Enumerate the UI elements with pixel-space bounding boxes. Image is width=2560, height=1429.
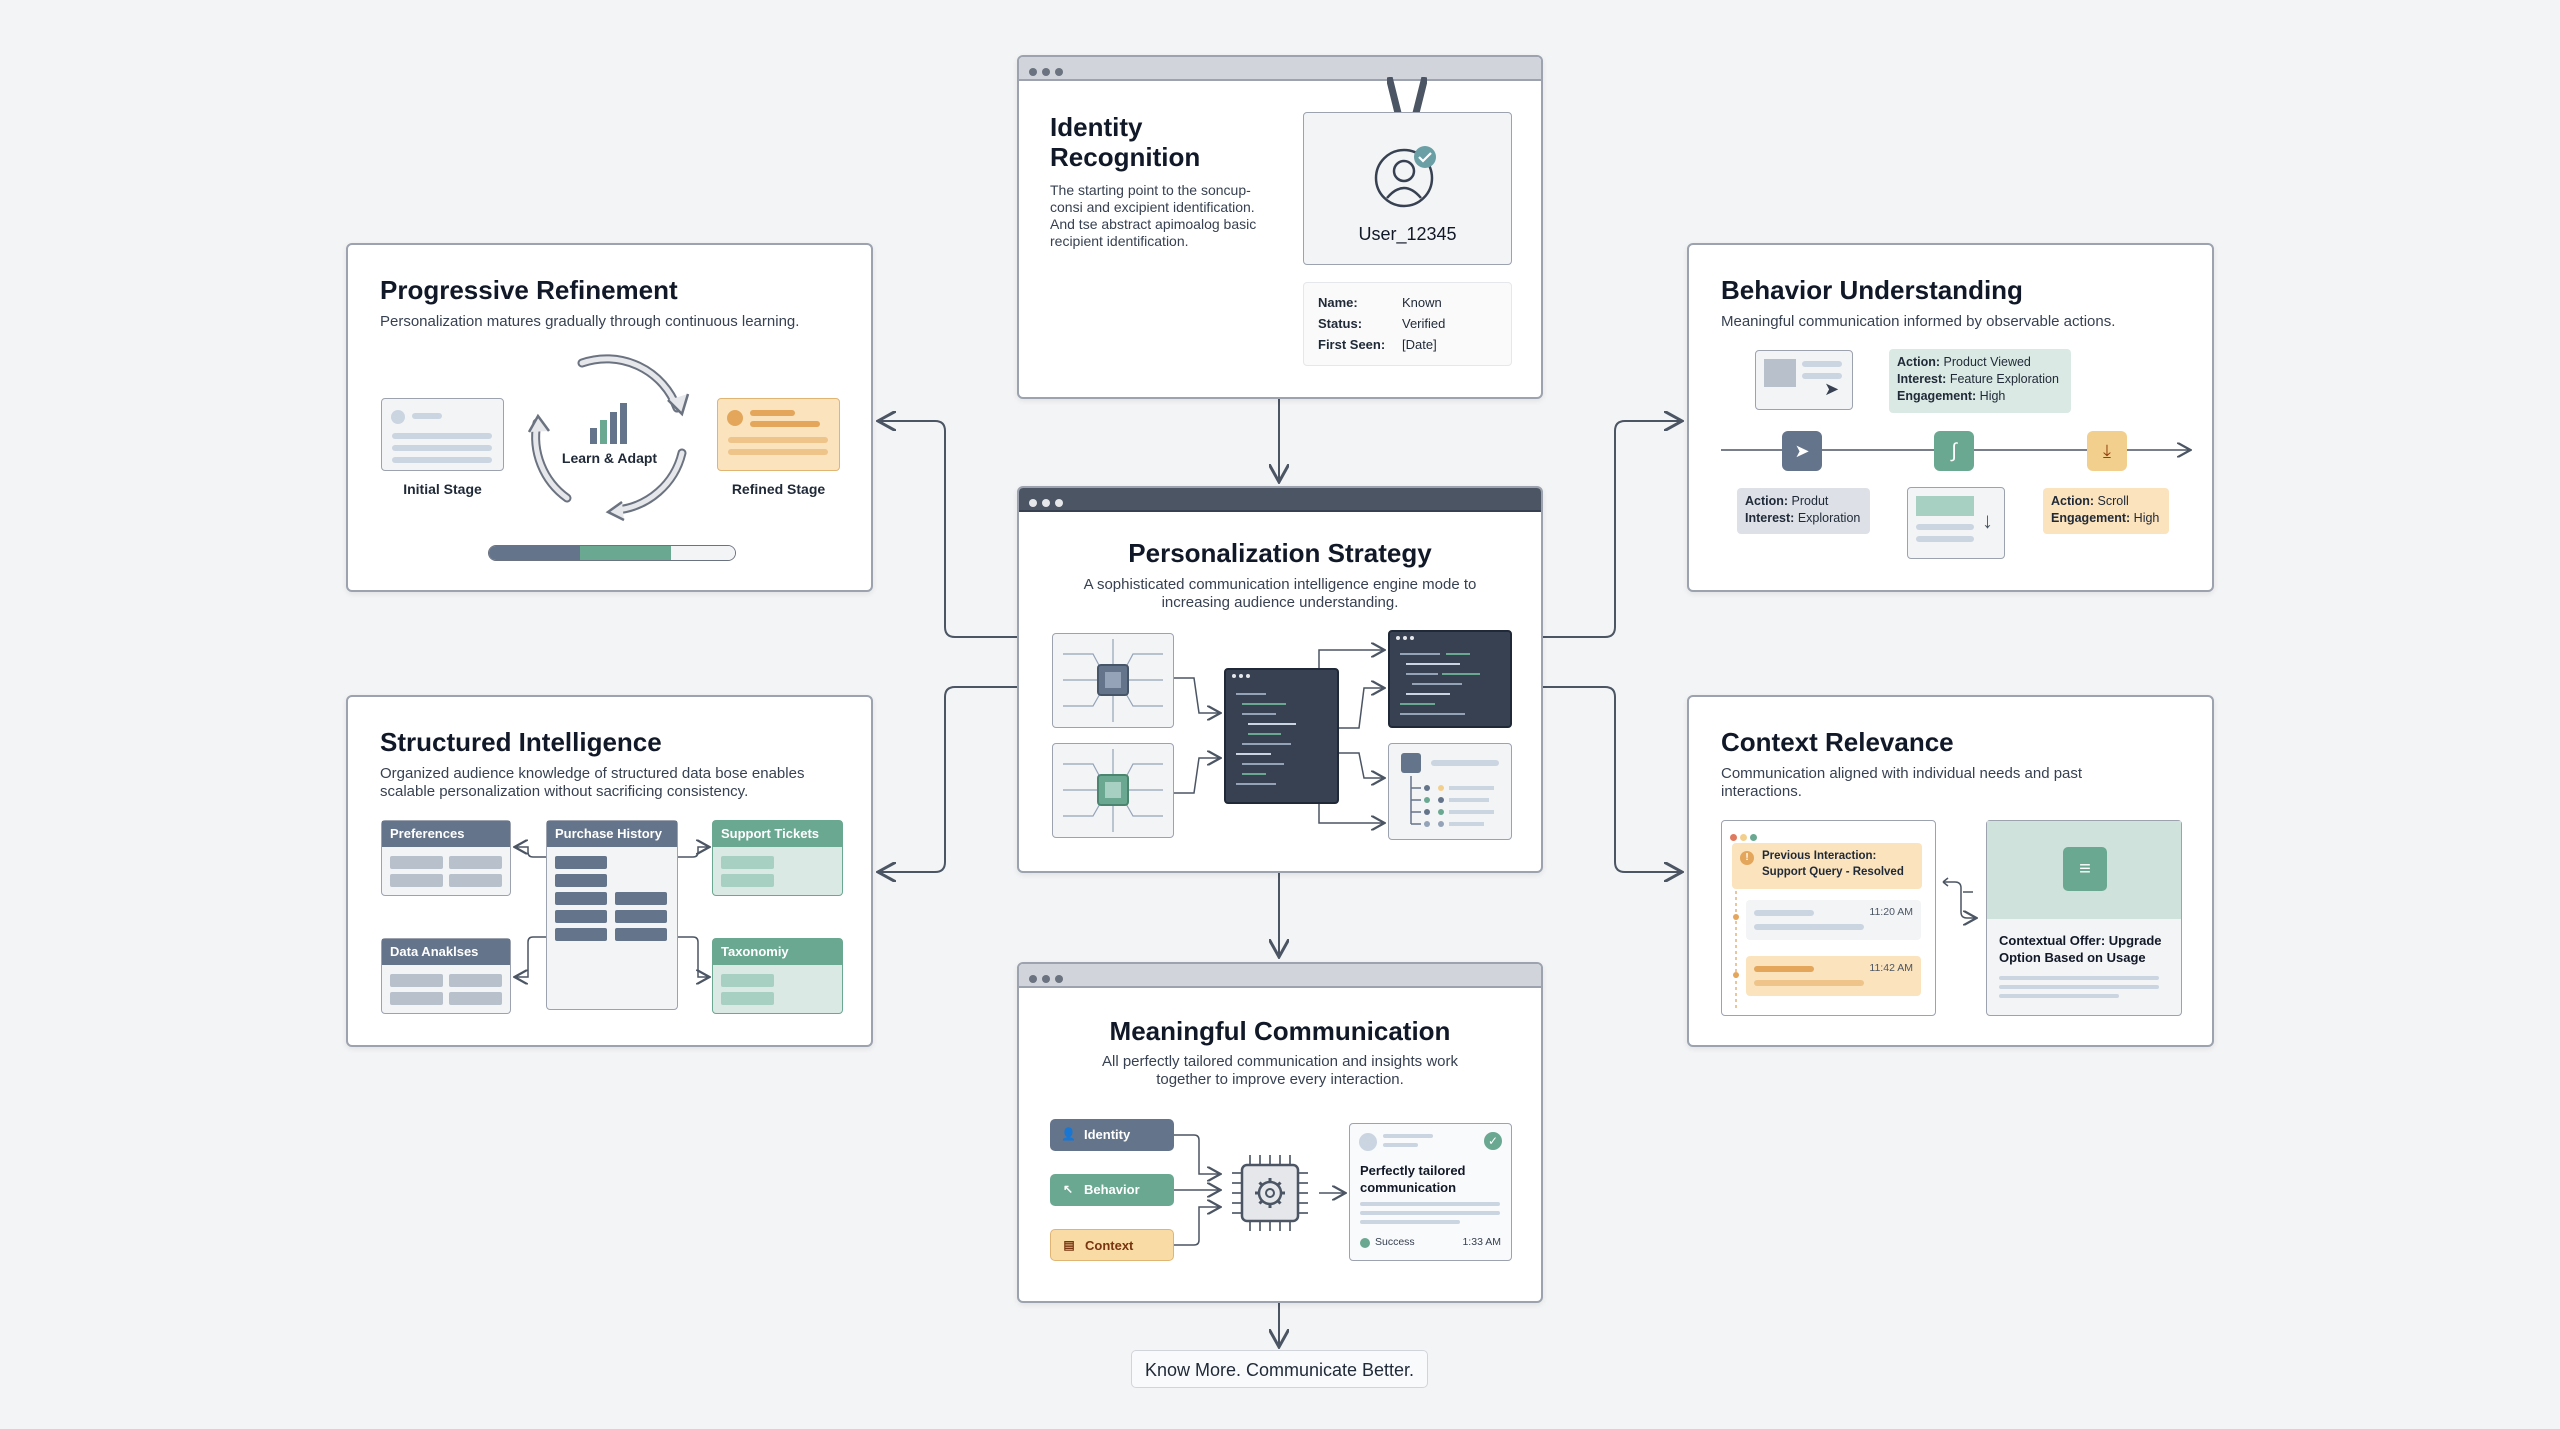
context-swap-arrows — [1942, 877, 1979, 942]
right-action-tag: Action: Scroll Engagement: High — [2043, 488, 2169, 534]
progressive-refinement-card: Progressive Refinement Personalization m… — [346, 243, 873, 592]
warning-icon: ! — [1740, 851, 1754, 865]
wire-strategy-to-refinement — [880, 421, 1017, 638]
refinement-progress-bar — [488, 545, 736, 561]
top-action-tag: Action: Product Viewed Interest: Feature… — [1889, 349, 2071, 413]
table-preferences: Preferences — [381, 820, 511, 896]
structured-flow-lines — [348, 697, 871, 1045]
pointer-icon: ➤ — [1824, 379, 1840, 399]
window-bar — [1019, 488, 1541, 512]
success-check-icon: ✓ — [1484, 1132, 1502, 1150]
viewed-page-thumbnail: ➤ — [1755, 350, 1853, 410]
chip-panel-top — [1052, 633, 1174, 728]
identity-fields: Name: Known Status: Verified First Seen:… — [1303, 282, 1512, 366]
output-title: Perfectly tailored communication — [1360, 1163, 1466, 1195]
initial-stage-label: Initial Stage — [403, 481, 482, 497]
table-purchase-history: Purchase History — [546, 820, 678, 1010]
cycle-diagram: Learn & Adapt — [522, 348, 697, 523]
context-icon: ▤ — [1063, 1238, 1075, 1252]
wire-strategy-to-context — [1543, 686, 1680, 872]
identity-title-line1: Identity — [1050, 112, 1143, 142]
identity-title-line2: Recognition — [1050, 142, 1201, 172]
download-node-icon[interactable]: ⤓ — [2087, 431, 2127, 471]
refinement-title: Progressive Refinement — [380, 275, 678, 305]
previous-interaction-note: ! Previous Interaction: Support Query - … — [1732, 843, 1922, 889]
chip-panel-bottom — [1052, 743, 1174, 838]
context-title: Context Relevance — [1721, 727, 1954, 757]
left-action-tag: Action: Produt Interest: Exploration — [1737, 488, 1870, 534]
user-badge: User_12345 — [1303, 112, 1512, 265]
code-editor-panel — [1224, 668, 1339, 804]
interaction-history-panel: ! Previous Interaction: Support Query - … — [1721, 820, 1936, 1016]
meaningful-communication-card: Meaningful Communication All perfectly t… — [1017, 962, 1543, 1303]
input-identity[interactable]: 👤Identity — [1050, 1119, 1174, 1151]
offer-line1: Contextual Offer: Upgrade — [1999, 933, 2162, 948]
wire-strategy-to-structured — [880, 686, 1017, 872]
identity-recognition-card: Identity Recognition The starting point … — [1017, 55, 1543, 399]
input-behavior[interactable]: ↖Behavior — [1050, 1174, 1174, 1206]
strategy-flow-lines — [1174, 488, 1541, 871]
field-firstseen-value: [Date] — [1402, 337, 1437, 352]
behavior-understanding-card: Behavior Understanding Meaningful commun… — [1687, 243, 2214, 592]
wire-strategy-to-behavior — [1543, 421, 1680, 638]
scroll-node-icon[interactable]: ∫ — [1934, 431, 1974, 471]
context-relevance-card: Context Relevance Communication aligned … — [1687, 695, 2214, 1047]
user-icon: 👤 — [1061, 1127, 1076, 1141]
data-tree-panel — [1388, 743, 1512, 840]
field-status-value: Verified — [1402, 316, 1446, 331]
refinement-description: Personalization matures gradually throug… — [380, 313, 800, 330]
pointer-icon: ↖ — [1062, 1182, 1074, 1196]
behavior-title: Behavior Understanding — [1721, 275, 2023, 305]
history-time-2: 11:42 AM — [1869, 962, 1913, 974]
meaningful-flow-lines — [1174, 1134, 1541, 1246]
scrolled-page-thumbnail: ↓ — [1907, 487, 2005, 559]
table-taxonomy: Taxonomiy — [712, 938, 843, 1014]
window-bar — [1019, 964, 1541, 988]
offer-icon: ≡ — [2063, 847, 2107, 891]
processor-chip-icon — [1224, 1147, 1316, 1239]
offer-line2: Option Based on Usage — [1999, 950, 2146, 965]
table-support-tickets: Support Tickets — [712, 820, 843, 896]
meaningful-title: Meaningful Communication — [1109, 1016, 1451, 1046]
click-node-icon[interactable]: ➤ — [1782, 431, 1822, 471]
strategy-description: A sophisticated communication intelligen… — [1083, 576, 1477, 611]
initial-stage-card — [381, 398, 504, 471]
structured-intelligence-card: Structured Intelligence Organized audien… — [346, 695, 873, 1047]
contextual-offer-panel: ≡ Contextual Offer: Upgrade Option Based… — [1986, 820, 2182, 1016]
meaningful-description: All perfectly tailored communication and… — [1102, 1053, 1458, 1088]
terminal-panel — [1388, 630, 1512, 728]
structured-description: Organized audience knowledge of structur… — [380, 765, 805, 800]
footer-tagline: Know More. Communicate Better. — [1131, 1350, 1428, 1388]
refined-stage-label: Refined Stage — [731, 481, 826, 497]
refined-stage-card — [717, 398, 840, 471]
field-firstseen-label: First Seen: — [1318, 337, 1386, 352]
output-message-card: ✓ Perfectly tailored communication Succe… — [1349, 1123, 1512, 1261]
user-avatar-icon — [1374, 146, 1436, 208]
structured-title: Structured Intelligence — [380, 727, 662, 757]
scroll-down-icon: ↓ — [1982, 508, 1993, 533]
context-description: Communication aligned with individual ne… — [1721, 765, 2083, 800]
status-dot-icon — [1360, 1238, 1370, 1248]
output-status: Success — [1375, 1236, 1415, 1248]
window-bar — [1019, 57, 1541, 81]
user-id: User_12345 — [1358, 224, 1457, 244]
progress-segment — [580, 546, 672, 560]
input-context[interactable]: ▤Context — [1050, 1229, 1174, 1261]
field-name-label: Name: — [1318, 295, 1358, 310]
personalization-strategy-card: Personalization Strategy A sophisticated… — [1017, 486, 1543, 873]
cycle-label: Learn & Adapt — [561, 450, 658, 466]
history-time-1: 11:20 AM — [1869, 906, 1913, 918]
field-status-label: Status: — [1318, 316, 1363, 331]
field-name-value: Known — [1402, 295, 1442, 310]
history-entry-2: 11:42 AM — [1746, 956, 1921, 996]
identity-description: The starting point to the soncup-consi a… — [1050, 182, 1257, 249]
progress-segment — [671, 546, 735, 560]
output-time: 1:33 AM — [1462, 1236, 1501, 1248]
progress-segment — [489, 546, 581, 560]
strategy-title: Personalization Strategy — [1128, 538, 1432, 568]
behavior-description: Meaningful communication informed by obs… — [1721, 313, 2116, 330]
table-data-analysis: Data Anaklses — [381, 938, 511, 1014]
history-entry-1: 11:20 AM — [1746, 900, 1921, 940]
